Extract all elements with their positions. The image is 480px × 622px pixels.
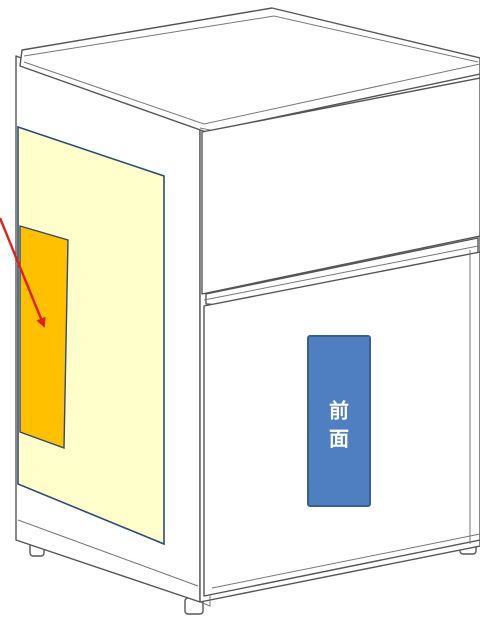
lid-edge-line: [23, 61, 480, 125]
lid-rim-line: [23, 15, 479, 63]
fridge-door-bottom-line: [211, 533, 480, 589]
door-gap-line: [203, 245, 479, 301]
side-bottom-band: [17, 519, 199, 587]
red-pointer-arrow: [0, 217, 46, 328]
side-inner-panel: [19, 225, 69, 449]
front-label: 前 面: [307, 335, 371, 507]
front-label-box: [307, 335, 371, 507]
fridge-top-lid: [19, 7, 480, 133]
front-label-line1: 前: [329, 399, 349, 423]
front-label-line2: 面: [329, 427, 349, 451]
freezer-door: [201, 77, 480, 295]
